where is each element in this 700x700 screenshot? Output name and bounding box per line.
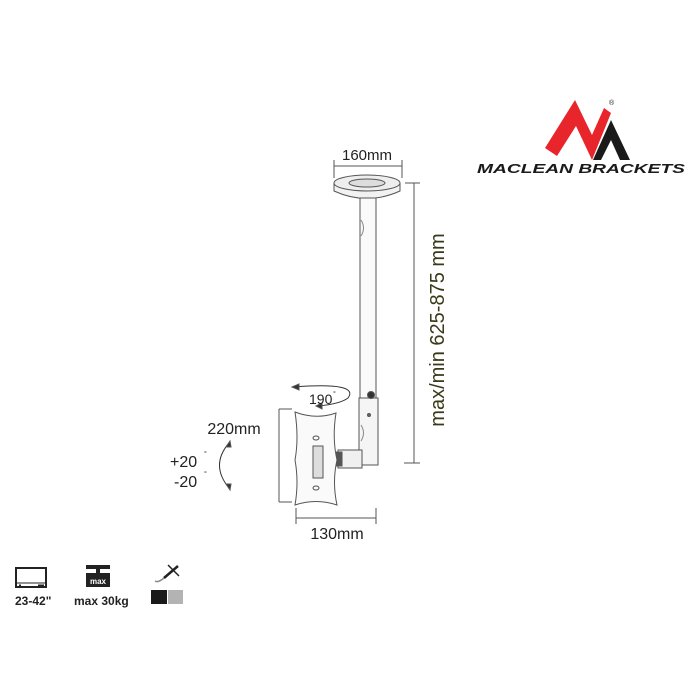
- label-swivel: 190: [309, 391, 333, 407]
- degree-mark: °: [204, 470, 207, 478]
- label-height-range: max/min 625-875 mm: [427, 233, 449, 426]
- degree-mark: °: [204, 450, 207, 458]
- label-max-weight: max 30kg: [74, 594, 129, 608]
- pole: [359, 197, 377, 399]
- registered-mark: ®: [609, 99, 615, 107]
- color-swatch-gray: [168, 590, 183, 604]
- swivel-arrow-icon: [293, 385, 351, 407]
- brand-name: MACLEAN BRACKETS: [477, 162, 686, 176]
- color-swatch-black: [151, 590, 167, 604]
- degree-mark: °: [333, 390, 336, 398]
- lock-knob: [367, 391, 375, 399]
- label-tilt-down: -20: [174, 474, 197, 491]
- brand-logo: ® MACLEAN BRACKETS: [477, 99, 686, 176]
- paint-color-icon: [151, 564, 183, 604]
- label-vesa-width: 130mm: [310, 526, 363, 543]
- spec-max-weight: max max 30kg: [74, 565, 129, 608]
- weight-icon: max: [86, 565, 110, 587]
- weight-badge: max: [90, 577, 107, 586]
- spec-screen-size: 23-42": [15, 567, 51, 608]
- label-plate-width: 160mm: [342, 147, 392, 164]
- tilt-arrow-icon: [219, 442, 230, 489]
- label-screen-size: 23-42": [15, 594, 51, 608]
- label-tilt-up: +20: [170, 454, 197, 471]
- tv-screen-icon: [15, 567, 47, 588]
- label-vesa-height: 220mm: [207, 421, 260, 438]
